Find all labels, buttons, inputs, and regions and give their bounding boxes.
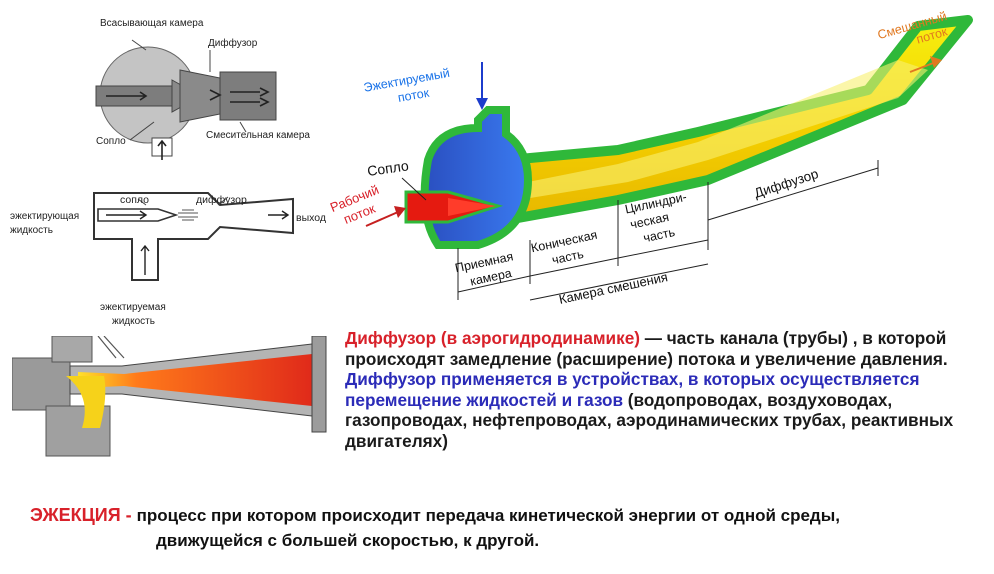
diffuser-shape (179, 69, 221, 123)
label-ejected-flow: Эжектируемыйпоток (362, 66, 453, 111)
label-nozzle-top: Сопло (96, 136, 126, 147)
diffuser-definition: Диффузор (в аэрогидродинамике) — часть к… (345, 328, 985, 451)
label-suction-chamber: Всасывающая камера (100, 18, 204, 29)
label-nozzle-mid: сопло (120, 194, 149, 206)
label-mixing-chamber: Смесительная камера (206, 130, 310, 141)
definition-text-2: (водопроводах, воздуховодах, газопровода… (345, 389, 954, 451)
definition-term: Диффузор (в аэрогидродинамике) (345, 328, 640, 348)
definition-text-1: — часть канала (трубы) , в которой проис… (345, 328, 948, 369)
label-working-flow: Рабочийпоток (328, 182, 387, 230)
ejection-definition: ЭЖЕКЦИЯ - процесс при котором происходит… (30, 503, 990, 553)
ejection-term: ЭЖЕКЦИЯ - (30, 505, 137, 525)
receiving-chamber-shape (420, 106, 533, 249)
label-diffuser-top: Диффузор (208, 37, 258, 49)
mixing-chamber-shape (219, 71, 277, 121)
ejector-3d-diagram: Эжектируемыйпоток Смешанныйпоток Сопло Р… (328, 9, 973, 307)
ejector-cutaway (12, 336, 327, 457)
ejection-line-2: движущейся с большей скоростью, к другой… (156, 531, 540, 550)
ejector-schematic-top: Всасывающая камера Диффузор Сопло Смесит… (95, 18, 310, 160)
label-mixing-chamber-3d: Камера смешения (558, 269, 670, 307)
label-nozzle-3d: Сопло (366, 157, 410, 179)
flow-gradient (78, 354, 312, 406)
definition-highlight: Диффузор применяется в устройствах, в ко… (345, 369, 920, 410)
label-receiving-chamber: Приемнаякамера (454, 249, 518, 291)
label-diffuser-mid: диффузор (196, 194, 247, 206)
label-outlet: выход (296, 212, 326, 224)
label-conical-part: Коническаячасть (530, 228, 602, 271)
ejector-outline (93, 192, 294, 281)
ejection-line-1: процесс при котором происходит передача … (136, 506, 840, 525)
